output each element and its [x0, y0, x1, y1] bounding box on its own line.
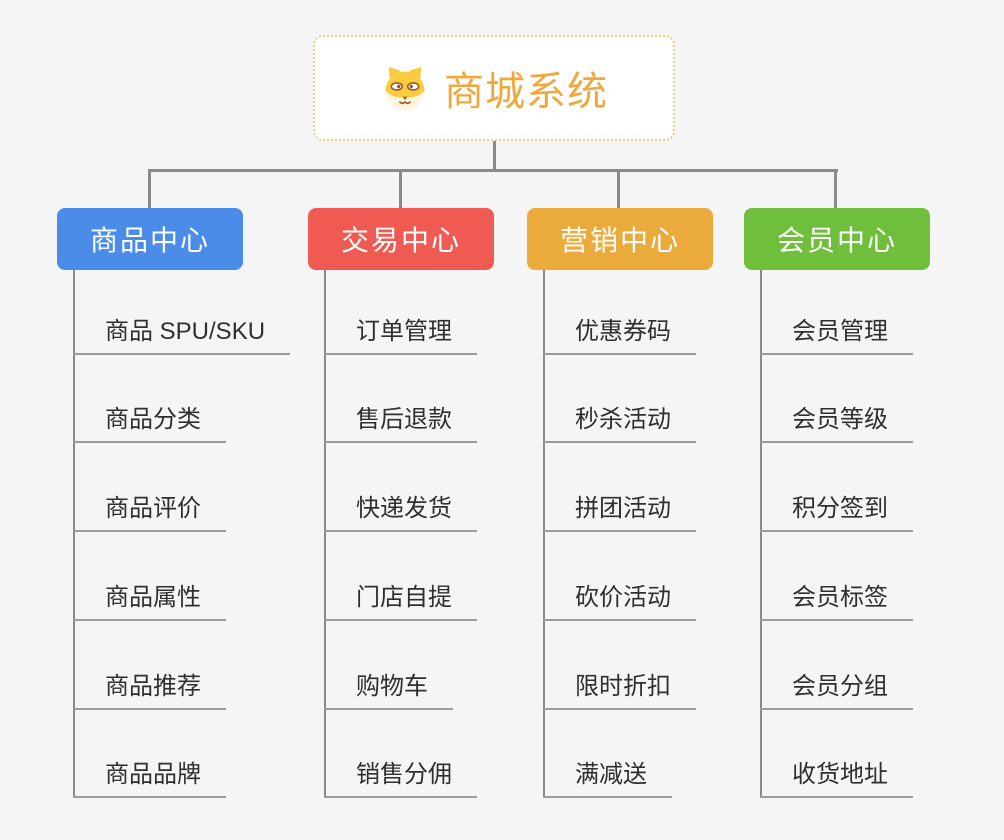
root-title: 商城系统	[444, 70, 608, 114]
connector-drop-marketing	[617, 169, 620, 208]
connector-horizontal-bar	[148, 169, 838, 172]
branch-header-product-center[interactable]: 商品中心	[57, 208, 243, 270]
leaf-item[interactable]: 会员管理	[760, 311, 913, 355]
leaf-item[interactable]: 秒杀活动	[543, 399, 696, 443]
leaf-item[interactable]: 会员标签	[760, 577, 913, 621]
connector-root-stem	[493, 141, 496, 170]
leaf-item[interactable]: 售后退款	[324, 399, 477, 443]
branch-header-trade-center[interactable]: 交易中心	[308, 208, 494, 270]
leaf-item[interactable]: 会员分组	[760, 666, 913, 710]
leaf-item[interactable]: 满减送	[543, 754, 672, 798]
connector-drop-member	[834, 169, 837, 208]
leaf-item[interactable]: 商品 SPU/SKU	[73, 311, 291, 355]
leaf-item[interactable]: 会员等级	[760, 399, 913, 443]
branch-body-product-center: 商品 SPU/SKU 商品分类 商品评价 商品属性 商品推荐 商品品牌	[73, 270, 313, 798]
branch-header-member-center[interactable]: 会员中心	[744, 208, 930, 270]
branch-body-marketing-center: 优惠券码 秒杀活动 拼团活动 砍价活动 限时折扣 满减送	[543, 270, 783, 798]
connector-trunk	[543, 270, 545, 798]
root-node[interactable]: 商城系统	[313, 35, 675, 141]
connector-trunk	[760, 270, 762, 798]
connector-drop-product	[148, 169, 151, 208]
doge-icon	[380, 63, 430, 113]
leaf-item[interactable]: 商品分类	[73, 399, 226, 443]
leaf-item[interactable]: 收货地址	[760, 754, 913, 798]
leaf-item[interactable]: 门店自提	[324, 577, 477, 621]
leaf-item[interactable]: 商品评价	[73, 488, 226, 532]
connector-trunk	[324, 270, 326, 798]
leaf-item[interactable]: 商品品牌	[73, 754, 226, 798]
branch-header-marketing-center[interactable]: 营销中心	[527, 208, 713, 270]
leaf-item[interactable]: 销售分佣	[324, 754, 477, 798]
leaf-item[interactable]: 商品属性	[73, 577, 226, 621]
leaf-item[interactable]: 快递发货	[324, 488, 477, 532]
branch-body-member-center: 会员管理 会员等级 积分签到 会员标签 会员分组 收货地址	[760, 270, 1000, 798]
leaf-item[interactable]: 优惠券码	[543, 311, 696, 355]
leaf-item[interactable]: 购物车	[324, 666, 453, 710]
leaf-item[interactable]: 订单管理	[324, 311, 477, 355]
leaf-item[interactable]: 限时折扣	[543, 666, 696, 710]
connector-trunk	[73, 270, 75, 798]
leaf-item[interactable]: 积分签到	[760, 488, 913, 532]
branch-body-trade-center: 订单管理 售后退款 快递发货 门店自提 购物车 销售分佣	[324, 270, 564, 798]
leaf-item[interactable]: 砍价活动	[543, 577, 696, 621]
connector-drop-trade	[399, 169, 402, 208]
leaf-item[interactable]: 商品推荐	[73, 666, 226, 710]
leaf-item[interactable]: 拼团活动	[543, 488, 696, 532]
